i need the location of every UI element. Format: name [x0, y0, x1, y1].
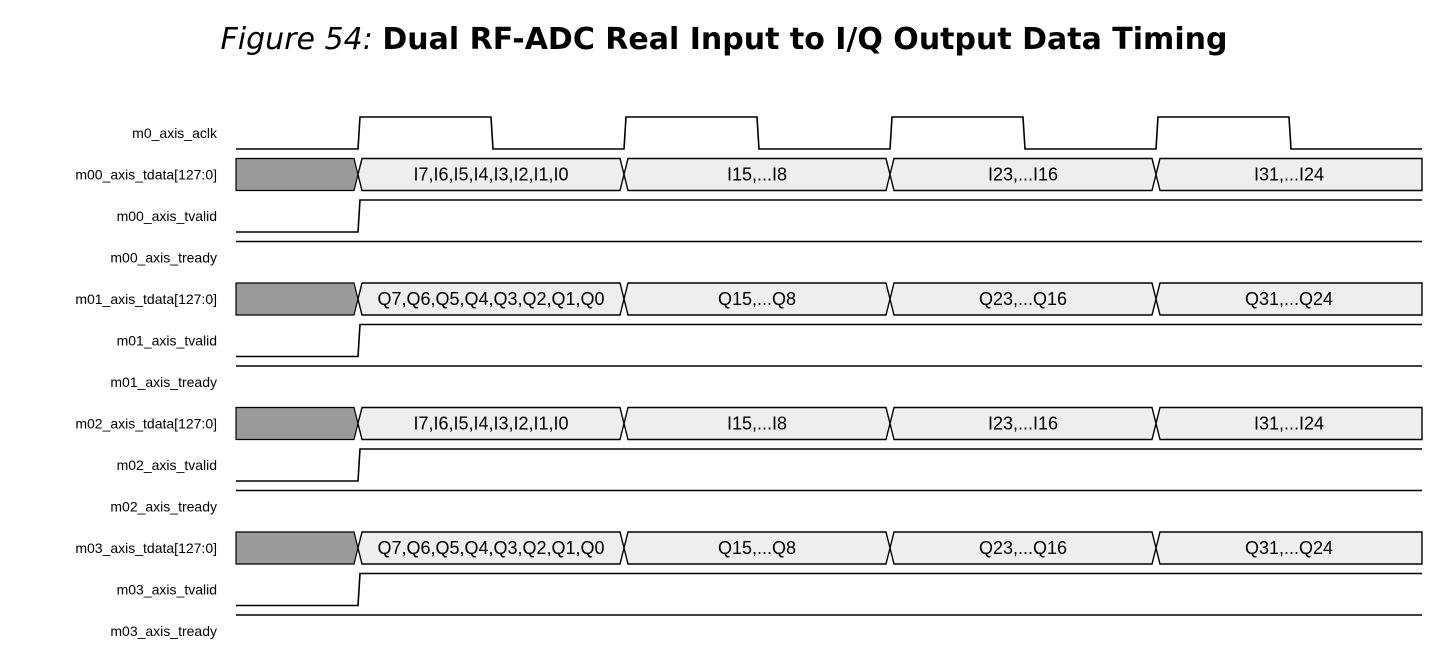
signal-7-value-2: I23,...I16: [988, 414, 1058, 434]
signal-6-label: m01_axis_tready: [110, 374, 217, 390]
signal-4-segment-3: [1155, 282, 1423, 316]
signal-10-value-3: Q31,...Q24: [1245, 538, 1333, 558]
signal-10-invalid-region: [235, 531, 359, 565]
signal-0-label: m0_axis_aclk: [132, 125, 218, 141]
signal-1-value-2: I23,...I16: [988, 165, 1058, 185]
signal-1-value-0: I7,I6,I5,I4,I3,I2,I1,I0: [413, 165, 568, 185]
signal-10-value-0: Q7,Q6,Q5,Q4,Q3,Q2,Q1,Q0: [377, 538, 604, 558]
signal-4-value-2: Q23,...Q16: [979, 289, 1067, 309]
signal-1-value-1: I15,...I8: [727, 165, 787, 185]
signal-10-value-2: Q23,...Q16: [979, 538, 1067, 558]
signal-4-value-3: Q31,...Q24: [1245, 289, 1333, 309]
signal-9-label: m02_axis_tready: [110, 499, 217, 515]
signal-5-label: m01_axis_tvalid: [117, 333, 217, 349]
signal-11-label: m03_axis_tvalid: [117, 582, 217, 598]
figure-number: Figure 54:: [220, 22, 373, 57]
signal-7-value-1: I15,...I8: [727, 414, 787, 434]
figure-title: Figure 54: Dual RF-ADC Real Input to I/Q…: [0, 22, 1448, 57]
signal-1-label: m00_axis_tdata[127:0]: [75, 167, 217, 183]
signal-10-value-1: Q15,...Q8: [718, 538, 796, 558]
signal-8-step-wave: [236, 448, 1422, 482]
signal-2-step-wave: [236, 199, 1422, 233]
signal-7-label: m02_axis_tdata[127:0]: [75, 416, 217, 432]
signal-4-value-1: Q15,...Q8: [718, 289, 796, 309]
signal-7-invalid-region: [235, 406, 359, 441]
signal-1-segment-3: [1155, 157, 1423, 192]
signal-10-label: m03_axis_tdata[127:0]: [75, 540, 217, 556]
signal-1-invalid-region: [235, 157, 359, 192]
signal-1-value-3: I31,...I24: [1254, 165, 1324, 185]
signal-11-step-wave: [236, 572, 1422, 607]
signal-0-clock-wave: [236, 116, 1422, 150]
signal-10-segment-3: [1155, 531, 1423, 565]
signal-4-value-0: Q7,Q6,Q5,Q4,Q3,Q2,Q1,Q0: [377, 289, 604, 309]
signal-4-label: m01_axis_tdata[127:0]: [75, 291, 217, 307]
signal-7-value-0: I7,I6,I5,I4,I3,I2,I1,I0: [413, 414, 568, 434]
signal-3-label: m00_axis_tready: [110, 250, 217, 266]
signal-2-label: m00_axis_tvalid: [117, 208, 217, 224]
figure-caption: Dual RF-ADC Real Input to I/Q Output Dat…: [382, 22, 1228, 57]
signal-5-step-wave: [236, 323, 1422, 358]
signal-7-segment-3: [1155, 406, 1423, 441]
signal-12-label: m03_axis_tready: [110, 623, 217, 639]
signal-8-label: m02_axis_tvalid: [117, 457, 217, 473]
signal-4-invalid-region: [235, 282, 359, 316]
signal-7-value-3: I31,...I24: [1254, 414, 1324, 434]
